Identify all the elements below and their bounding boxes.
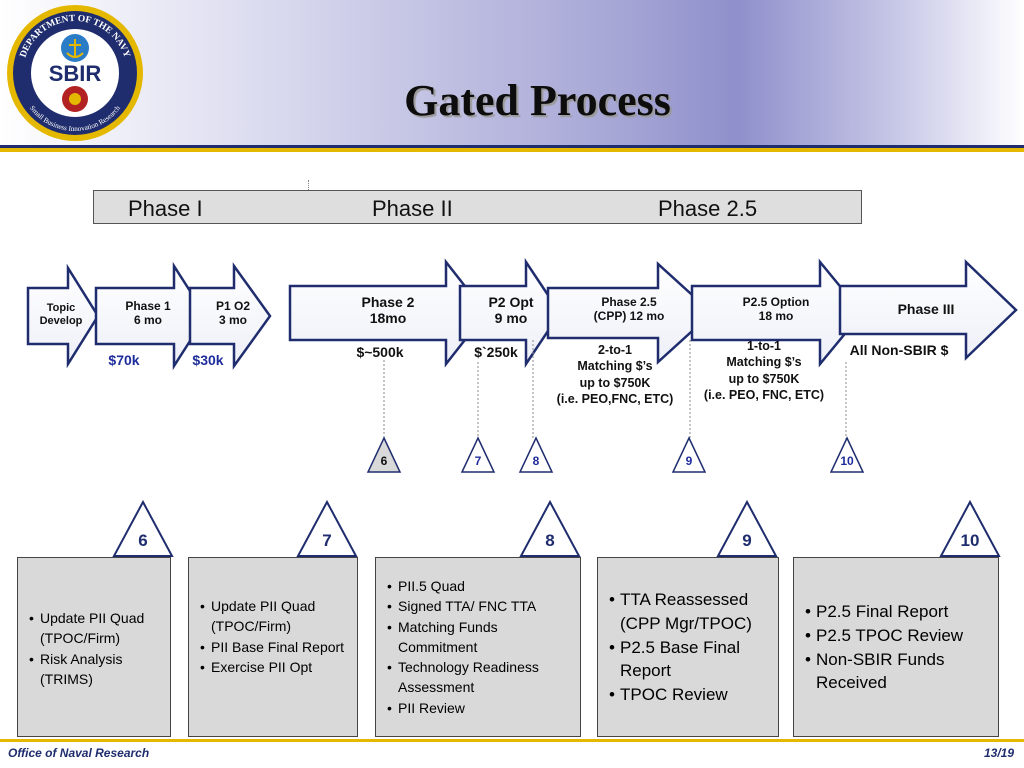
list-item: Risk Analysis (TRIMS) xyxy=(28,649,168,690)
gate-9-criteria-box: TTA Reassessed (CPP Mgr/TPOC) P2.5 Base … xyxy=(597,557,779,737)
phase-label-1: Phase I xyxy=(128,196,203,221)
gate-10-criteria-box: P2.5 Final Report P2.5 TPOC Review Non-S… xyxy=(793,557,999,737)
gate-9-small-triangle xyxy=(671,436,707,473)
gate-9-large-label: 9 xyxy=(742,531,752,550)
gate-9-small-label: 9 xyxy=(685,454,693,468)
arrow-label-phase-2-5: Phase 2.5(CPP) 12 mo xyxy=(593,295,665,323)
list-item: P2.5 Final Report xyxy=(804,600,992,624)
list-item: Technology Readiness Assessment xyxy=(386,657,576,698)
list-item: Exercise PII Opt xyxy=(199,657,353,678)
amount-phase-3: All Non-SBIR $ xyxy=(849,342,949,358)
gate-10-large-label: 10 xyxy=(960,531,980,550)
arrow-p1-o2 xyxy=(188,262,272,370)
amount-p2-opt: $`250k xyxy=(474,344,518,360)
arrow-phase-3 xyxy=(838,259,1018,361)
phase-bar xyxy=(93,190,862,224)
arrow-p2-opt xyxy=(458,257,562,369)
gate-10-large-triangle xyxy=(939,499,1001,557)
gate-10-small-label: 10 xyxy=(840,454,854,468)
gate-6-small-label: 6 xyxy=(380,454,388,468)
list-item: TPOC Review xyxy=(608,683,772,707)
gate-7-small-label: 7 xyxy=(474,454,482,468)
list-item: Non-SBIR Funds Received xyxy=(804,648,992,696)
amount-p1-o2: $30k xyxy=(192,352,224,368)
phase-divider-dotted xyxy=(308,180,309,190)
footer-org: Office of Naval Research xyxy=(8,746,150,760)
page-title: Gated Process xyxy=(404,76,671,125)
header-rule-gold xyxy=(0,148,1024,152)
gate-6-large-triangle xyxy=(112,499,174,557)
footer-rule xyxy=(0,739,1024,742)
gate-7-large-triangle xyxy=(296,499,358,557)
gate-6-small-triangle xyxy=(366,436,402,473)
svg-text:SBIR: SBIR xyxy=(49,61,102,86)
gate-6-criteria-box: Update PII Quad (TPOC/Firm) Risk Analysi… xyxy=(17,557,171,737)
list-item: PII Base Final Report xyxy=(199,637,353,658)
gate-8-large-label: 8 xyxy=(545,531,555,550)
phase-label-2: Phase II xyxy=(372,196,453,221)
arrow-phase-2-5 xyxy=(546,261,714,365)
list-item: Matching Funds Commitment xyxy=(386,617,576,658)
list-item: PII Review xyxy=(386,698,576,719)
gate-8-small-label: 8 xyxy=(532,454,540,468)
header-band xyxy=(0,0,1024,145)
gate-10-small-triangle xyxy=(829,436,865,473)
gate-9-large-triangle xyxy=(716,499,778,557)
gate-7-large-label: 7 xyxy=(322,531,332,550)
gate-8-criteria-box: PII.5 Quad Signed TTA/ FNC TTA Matching … xyxy=(375,557,581,737)
list-item: Update PII Quad (TPOC/Firm) xyxy=(199,596,353,637)
gate-8-small-triangle xyxy=(518,436,554,473)
gate-7-criteria-box: Update PII Quad (TPOC/Firm) PII Base Fin… xyxy=(188,557,358,737)
arrow-p2-5-option xyxy=(690,258,864,368)
phase-label-2-5: Phase 2.5 xyxy=(658,196,758,221)
list-item: Update PII Quad (TPOC/Firm) xyxy=(28,608,168,649)
arrow-label-phase-3: Phase III xyxy=(897,301,955,317)
amount-phase-2: $~500k xyxy=(356,344,404,360)
list-item: Signed TTA/ FNC TTA xyxy=(386,596,576,617)
page-number: 13/19 xyxy=(983,746,1014,760)
list-item: P2.5 TPOC Review xyxy=(804,624,992,648)
list-item: PII.5 Quad xyxy=(386,576,576,597)
gate-6-large-label: 6 xyxy=(138,531,148,550)
gate-8-large-triangle xyxy=(519,499,581,557)
list-item: TTA Reassessed (CPP Mgr/TPOC) xyxy=(608,588,772,636)
sbir-seal-logo: SBIR DEPARTMENT OF THE NAVY Small Busine… xyxy=(7,5,143,141)
gate-7-small-triangle xyxy=(460,436,496,473)
arrow-topic-develop xyxy=(26,263,100,369)
header-rule-navy xyxy=(0,145,1024,148)
list-item: P2.5 Base Final Report xyxy=(608,636,772,684)
amount-phase-1: $70k xyxy=(108,352,140,368)
